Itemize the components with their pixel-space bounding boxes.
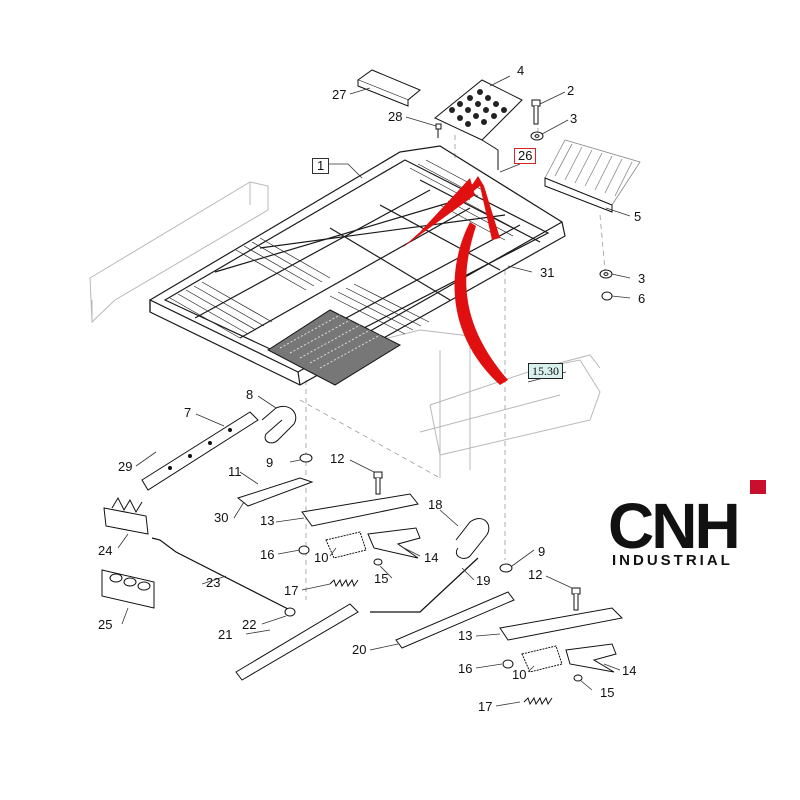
callout-21: 21 [218, 627, 233, 642]
callout-3-right: 3 [638, 271, 646, 286]
part-22-bushing [284, 607, 296, 617]
reference-box-15-30[interactable]: 15.30 [528, 363, 563, 379]
part-12-bolt-upper [373, 471, 383, 495]
callout-11: 11 [228, 464, 242, 479]
part-17-spring-lower [523, 696, 553, 706]
part-6-nut [601, 291, 613, 301]
part-5-comb [544, 139, 641, 213]
callout-12-lower: 12 [528, 567, 543, 582]
leader-lines [117, 75, 631, 707]
part-10-ratchet-lower [521, 645, 563, 673]
callout-8: 8 [246, 387, 254, 402]
part-13-plate-lower [499, 607, 624, 641]
callout-2: 2 [567, 83, 575, 98]
part-9-washer-lower [499, 563, 513, 573]
callout-30: 30 [214, 510, 229, 525]
callout-13-upper: 13 [260, 513, 275, 528]
callout-6: 6 [638, 291, 646, 306]
part-11-lever [236, 477, 314, 507]
callout-14-lower: 14 [622, 663, 637, 678]
logo-mark: CNH [608, 490, 741, 562]
sieve-frame [149, 145, 566, 386]
callout-7: 7 [184, 405, 192, 420]
part-21-slotted-bar [235, 603, 359, 681]
part-9-washer-upper [299, 453, 313, 463]
callout-15-lower: 15 [600, 685, 615, 700]
callout-20: 20 [352, 642, 367, 657]
part-16-nut-lower [502, 659, 514, 669]
callout-19: 19 [476, 573, 491, 588]
callout-17-lower: 17 [478, 699, 493, 714]
callout-16-lower: 16 [458, 661, 473, 676]
callout-18: 18 [428, 497, 443, 512]
part-20-plate [395, 591, 515, 649]
callout-15-upper: 15 [374, 571, 389, 586]
part-18-hook [455, 518, 490, 559]
part-15-nut-upper [373, 558, 383, 566]
callout-9-lower: 9 [538, 544, 546, 559]
logo-accent [750, 480, 766, 494]
part-19-rod [370, 557, 479, 613]
part-3-washer-right [599, 269, 613, 279]
part-13-plate-upper [301, 493, 419, 527]
callout-29: 29 [118, 459, 133, 474]
callout-3-top: 3 [570, 111, 578, 126]
part-25-clip [101, 569, 155, 609]
part-24-clip [103, 496, 149, 535]
perforated-panel [267, 309, 402, 386]
callout-1: 1 [312, 158, 330, 174]
callout-16-upper: 16 [260, 547, 275, 562]
part-10-ratchet-upper [325, 531, 367, 559]
callout-31: 31 [540, 265, 555, 280]
cnh-industrial-logo: CNH INDUSTRIAL [608, 478, 768, 570]
part-17-spring-upper [329, 578, 359, 588]
part-7-slotted-bar [141, 411, 259, 491]
callout-24: 24 [98, 543, 113, 558]
callout-5: 5 [634, 209, 642, 224]
part-23-rod [151, 537, 291, 611]
callout-17-upper: 17 [284, 583, 299, 598]
part-14-bracket-upper [367, 527, 421, 559]
callout-9-upper: 9 [266, 455, 274, 470]
callout-10-upper: 10 [314, 550, 329, 565]
callout-10-lower: 10 [512, 667, 527, 682]
callout-23: 23 [206, 575, 221, 590]
part-27-bracket [356, 69, 421, 107]
part-12-bolt-lower [571, 587, 581, 611]
callout-25: 25 [98, 617, 113, 632]
part-2-bolt [531, 99, 541, 125]
part-15-nut-lower [573, 674, 583, 682]
highlight-arrows [402, 176, 508, 385]
part-8-hook [261, 406, 297, 444]
callout-26: 26 [514, 148, 537, 164]
callout-12-upper: 12 [330, 451, 345, 466]
part-4-perforated-plate [434, 79, 523, 170]
part-28-screw [435, 123, 442, 138]
callout-22: 22 [242, 617, 257, 632]
part-14-bracket-lower [565, 643, 617, 673]
callout-13-lower: 13 [458, 628, 473, 643]
part-16-nut-upper [298, 545, 310, 555]
callout-28: 28 [388, 109, 403, 124]
part-3-washer-top [530, 131, 544, 141]
logo-subtitle: INDUSTRIAL [612, 552, 733, 569]
callout-14-upper: 14 [424, 550, 439, 565]
callout-4: 4 [517, 63, 525, 78]
callout-27: 27 [332, 87, 347, 102]
